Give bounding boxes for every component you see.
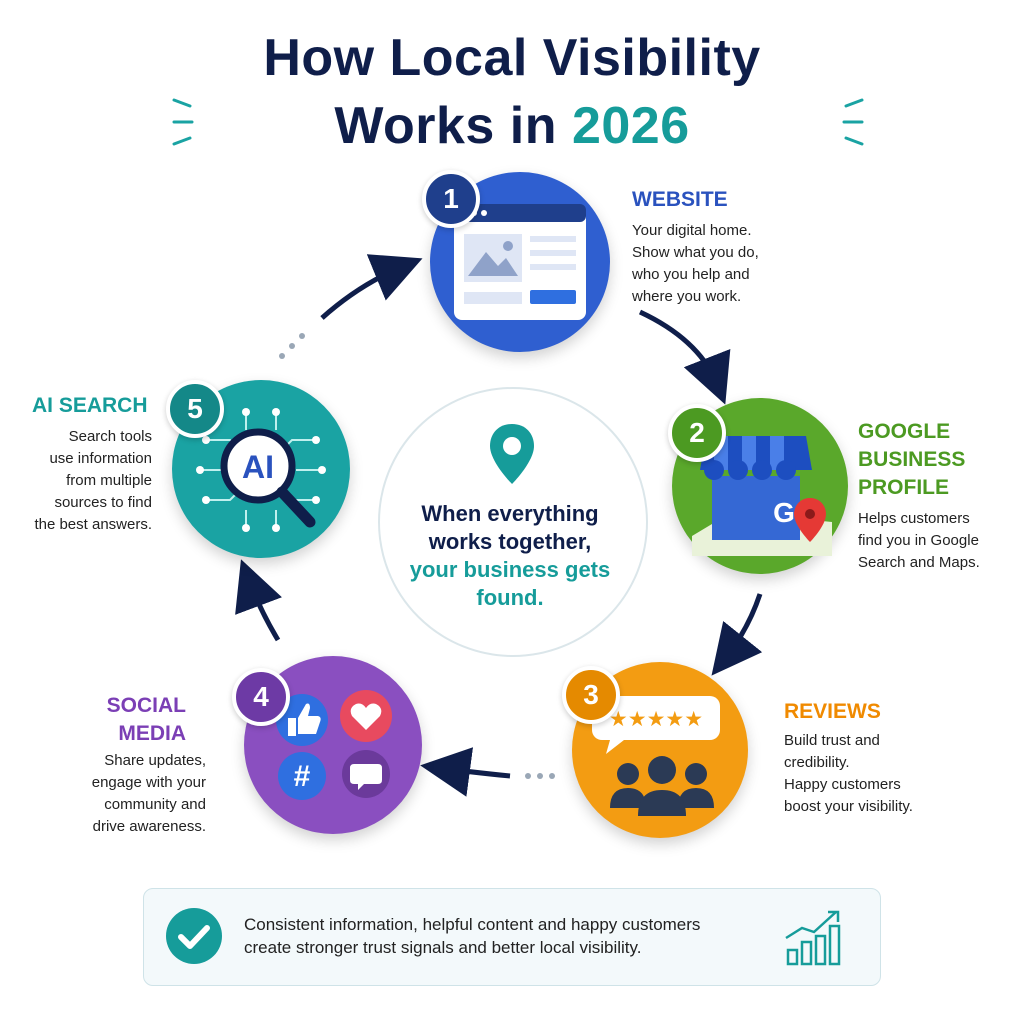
page-title-line-1: How Local Visibility xyxy=(263,29,761,87)
dots-3-to-4 xyxy=(525,773,555,779)
step-4-title-line: SOCIAL xyxy=(106,694,186,717)
step-2-desc-line: find you in Google xyxy=(858,532,979,549)
checkmark-icon xyxy=(166,908,222,964)
step-4-title: SOCIAL MEDIA xyxy=(40,692,186,748)
star-rating-people-icon: ★★★★★ xyxy=(592,696,720,816)
arrow-2-to-3 xyxy=(711,593,763,676)
center-line-2: works together, xyxy=(428,529,592,554)
arrow-3-to-4 xyxy=(420,747,511,797)
step-1-description: Your digital home. Show what you do, who… xyxy=(632,220,759,308)
step-1-badge: 1 xyxy=(422,170,480,228)
step-5-badge: 5 xyxy=(166,380,224,438)
dots-5-to-1 xyxy=(279,333,305,359)
center-message: When everything works together, your bus… xyxy=(390,500,630,612)
step-5-desc-line: from multiple xyxy=(66,472,152,489)
arrow-5-to-1 xyxy=(320,254,423,320)
google-business-circle: G xyxy=(672,398,848,574)
summary-text: Consistent information, helpful content … xyxy=(244,913,764,959)
ai-search-circle: AI xyxy=(172,380,350,558)
page-title-line-2: Works in 2026 xyxy=(0,94,1024,158)
step-1-desc-line: Your digital home. xyxy=(632,222,752,239)
growth-chart-icon xyxy=(785,910,841,966)
center-line-3: your business gets xyxy=(409,557,611,582)
step-3-badge: 3 xyxy=(562,666,620,724)
summary-line-2: create stronger trust signals and better… xyxy=(244,938,642,957)
step-3-desc-line: Build trust and xyxy=(784,732,880,749)
step-3-desc-line: Happy customers xyxy=(784,776,901,793)
step-5-title: AI SEARCH xyxy=(32,394,148,417)
step-2-badge: 2 xyxy=(668,404,726,462)
step-2-title-line: GOOGLE xyxy=(858,420,951,443)
arrow-4-to-5 xyxy=(235,559,282,642)
step-2-title-line: PROFILE xyxy=(858,476,950,499)
step-4-desc-line: community and xyxy=(104,796,206,813)
step-4-desc-line: drive awareness. xyxy=(92,818,206,835)
step-2-title-line: BUSINESS xyxy=(858,448,966,471)
step-1-title: WEBSITE xyxy=(632,188,728,211)
step-3-title: REVIEWS xyxy=(784,700,881,723)
step-2-desc-line: Search and Maps. xyxy=(858,554,980,571)
ai-magnifier-icon: AI xyxy=(196,408,326,532)
step-5-desc-line: the best answers. xyxy=(34,516,152,533)
step-3-desc-line: boost your visibility. xyxy=(784,798,913,815)
step-4-description: Share updates, engage with your communit… xyxy=(40,750,206,838)
ai-label: AI xyxy=(242,449,274,485)
step-5-description: Search tools use information from multip… xyxy=(20,426,152,536)
step-2-description: Helps customers find you in Google Searc… xyxy=(858,508,980,574)
arrow-1-to-2 xyxy=(638,309,731,405)
social-reactions-icon: # xyxy=(276,690,392,800)
title-prefix: Works in xyxy=(334,97,572,155)
google-g-letter: G xyxy=(773,497,795,528)
step-3-description: Build trust and credibility. Happy custo… xyxy=(784,730,913,818)
step-4-desc-line: Share updates, xyxy=(104,752,206,769)
browser-window-icon xyxy=(454,204,586,320)
step-1-desc-line: where you work. xyxy=(632,288,742,305)
hashtag-glyph: # xyxy=(294,760,311,793)
step-3-desc-line: credibility. xyxy=(784,754,850,771)
step-5-desc-line: Search tools xyxy=(68,428,152,445)
summary-line-1: Consistent information, helpful content … xyxy=(244,915,701,934)
location-pin-icon xyxy=(490,424,534,484)
five-stars: ★★★★★ xyxy=(609,707,703,731)
storefront-map-pin-icon: G xyxy=(692,436,832,556)
sparkle-right-icon xyxy=(842,98,864,146)
step-4-desc-line: engage with your xyxy=(91,774,206,791)
step-4-badge: 4 xyxy=(232,668,290,726)
center-line-1: When everything xyxy=(421,501,599,526)
sparkle-left-icon xyxy=(172,98,194,146)
social-media-circle: # xyxy=(244,656,422,834)
step-1-desc-line: Show what you do, xyxy=(632,244,759,261)
step-2-desc-line: Helps customers xyxy=(858,510,970,527)
summary-box xyxy=(143,888,881,986)
center-line-4: found. xyxy=(476,585,544,610)
step-5-desc-line: sources to find xyxy=(54,494,152,511)
step-4-title-line: MEDIA xyxy=(118,722,186,745)
title-year: 2026 xyxy=(571,97,690,155)
step-2-title: GOOGLE BUSINESS PROFILE xyxy=(858,418,965,502)
website-circle xyxy=(430,172,610,352)
step-1-desc-line: who you help and xyxy=(632,266,750,283)
step-5-desc-line: use information xyxy=(49,450,152,467)
